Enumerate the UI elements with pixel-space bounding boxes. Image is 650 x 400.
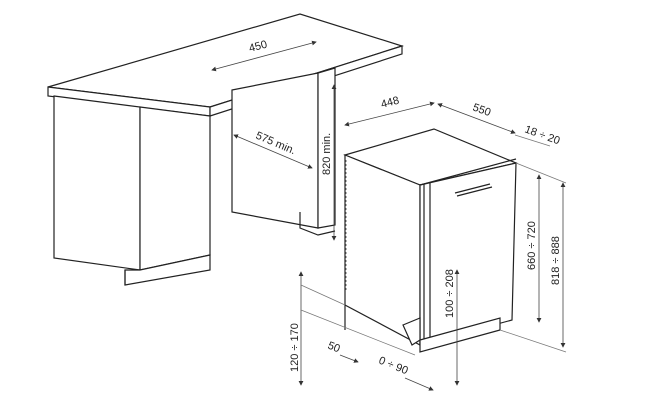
label-niche-height: 820 min. [321,133,333,175]
kitchen-counter [47,13,404,286]
label-counter-width: 450 [248,39,269,55]
dimension-lines [211,40,567,391]
label-appliance-width: 448 [380,95,401,111]
label-plinth-height: 120 ÷ 170 [289,323,301,372]
label-total-height: 818 ÷ 888 [550,236,562,285]
label-plinth-offset: 0 ÷ 90 [377,355,410,378]
label-plinth-height-range: 100 ÷ 208 [444,269,456,318]
label-plinth-depth: 50 [326,340,342,356]
door-handle [454,183,493,197]
dishwasher [343,128,518,353]
label-appliance-depth: 550 [471,102,492,120]
label-door-height: 660 ÷ 720 [526,221,538,270]
